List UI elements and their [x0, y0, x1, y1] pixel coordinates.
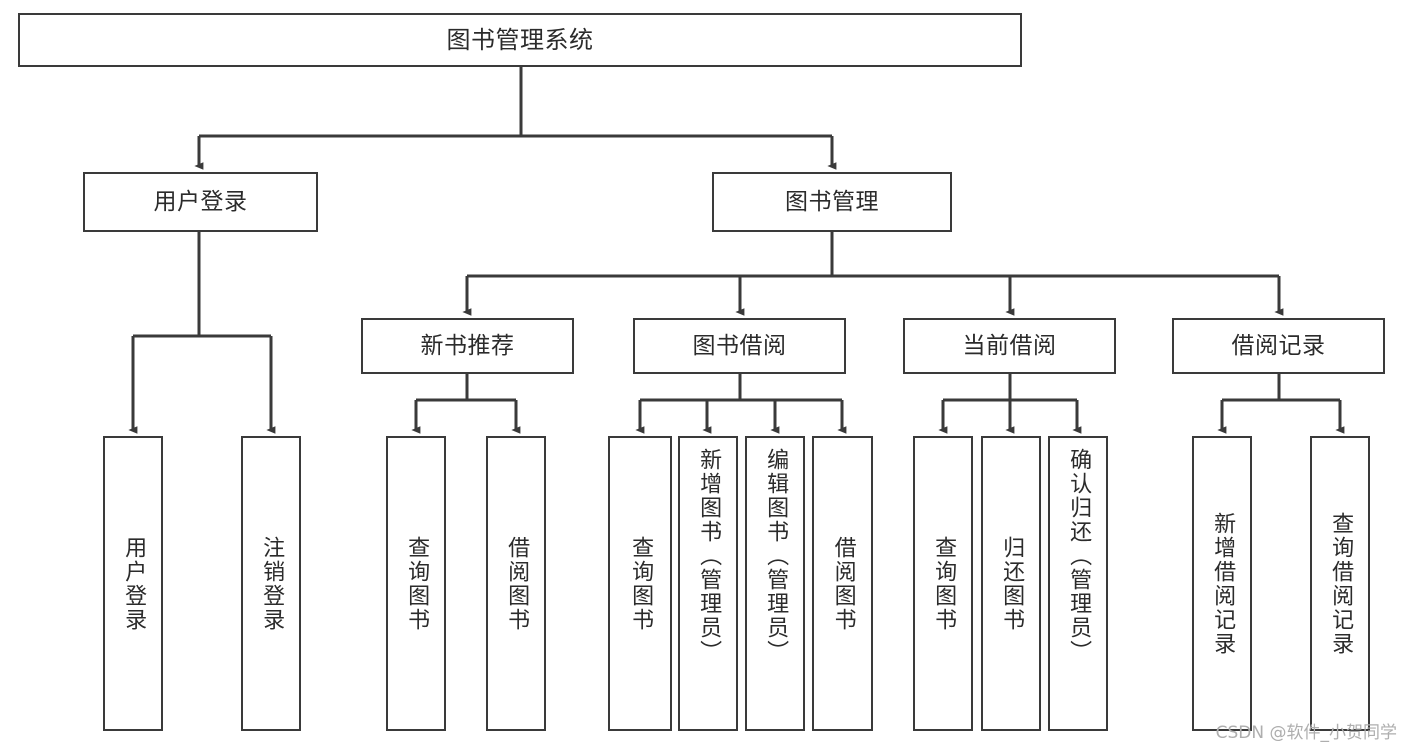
leaf-return-books-label: 归还图书	[999, 535, 1025, 632]
leaf-edit-book-admin[interactable]: 编辑图书（管理员）	[745, 436, 805, 731]
node-root-label: 图书管理系统	[446, 26, 594, 54]
node-borrowing-records[interactable]: 借阅记录	[1172, 318, 1385, 374]
node-book-management-label: 图书管理	[785, 188, 879, 215]
node-book-management[interactable]: 图书管理	[712, 172, 952, 232]
leaf-add-borrow-record[interactable]: 新增借阅记录	[1192, 436, 1252, 731]
leaf-add-book-admin-label: 新增图书（管理员）	[696, 448, 722, 664]
leaf-query-books-current[interactable]: 查询图书	[913, 436, 973, 731]
leaf-confirm-return-admin[interactable]: 确认归还（管理员）	[1048, 436, 1108, 731]
leaf-query-borrow-record[interactable]: 查询借阅记录	[1310, 436, 1370, 731]
leaf-borrow-books-new[interactable]: 借阅图书	[486, 436, 546, 731]
leaf-query-books-borrow-label: 查询图书	[628, 535, 654, 632]
node-borrowing-records-label: 借阅记录	[1231, 332, 1326, 359]
leaf-query-books-new-label: 查询图书	[404, 535, 430, 632]
leaf-user-login-label: 用户登录	[121, 535, 147, 632]
node-user-login-label: 用户登录	[153, 188, 248, 215]
leaf-add-borrow-record-label: 新增借阅记录	[1210, 511, 1236, 656]
node-current-borrowing-label: 当前借阅	[962, 332, 1057, 359]
leaf-query-borrow-record-label: 查询借阅记录	[1328, 511, 1354, 656]
leaf-query-books-new[interactable]: 查询图书	[386, 436, 446, 731]
leaf-return-books[interactable]: 归还图书	[981, 436, 1041, 731]
leaf-confirm-return-admin-label: 确认归还（管理员）	[1066, 448, 1092, 664]
leaf-logout[interactable]: 注销登录	[241, 436, 301, 731]
node-book-borrowing[interactable]: 图书借阅	[633, 318, 846, 374]
node-new-book-recommendation[interactable]: 新书推荐	[361, 318, 574, 374]
node-new-book-recommendation-label: 新书推荐	[420, 332, 515, 359]
csdn-watermark: CSDN @软件_小贺同学	[1215, 723, 1397, 743]
leaf-user-login[interactable]: 用户登录	[103, 436, 163, 731]
leaf-edit-book-admin-label: 编辑图书（管理员）	[763, 448, 789, 664]
leaf-borrow-books-new-label: 借阅图书	[504, 535, 530, 632]
leaf-borrow-books[interactable]: 借阅图书	[812, 436, 873, 731]
leaf-borrow-books-label: 借阅图书	[830, 535, 856, 632]
leaf-add-book-admin[interactable]: 新增图书（管理员）	[678, 436, 738, 731]
leaf-logout-label: 注销登录	[259, 535, 285, 632]
node-user-login[interactable]: 用户登录	[83, 172, 318, 232]
node-current-borrowing[interactable]: 当前借阅	[903, 318, 1116, 374]
node-book-borrowing-label: 图书借阅	[692, 332, 787, 359]
leaf-query-books-borrow[interactable]: 查询图书	[608, 436, 672, 731]
leaf-query-books-current-label: 查询图书	[931, 535, 957, 632]
node-root-book-management-system[interactable]: 图书管理系统	[18, 13, 1022, 67]
